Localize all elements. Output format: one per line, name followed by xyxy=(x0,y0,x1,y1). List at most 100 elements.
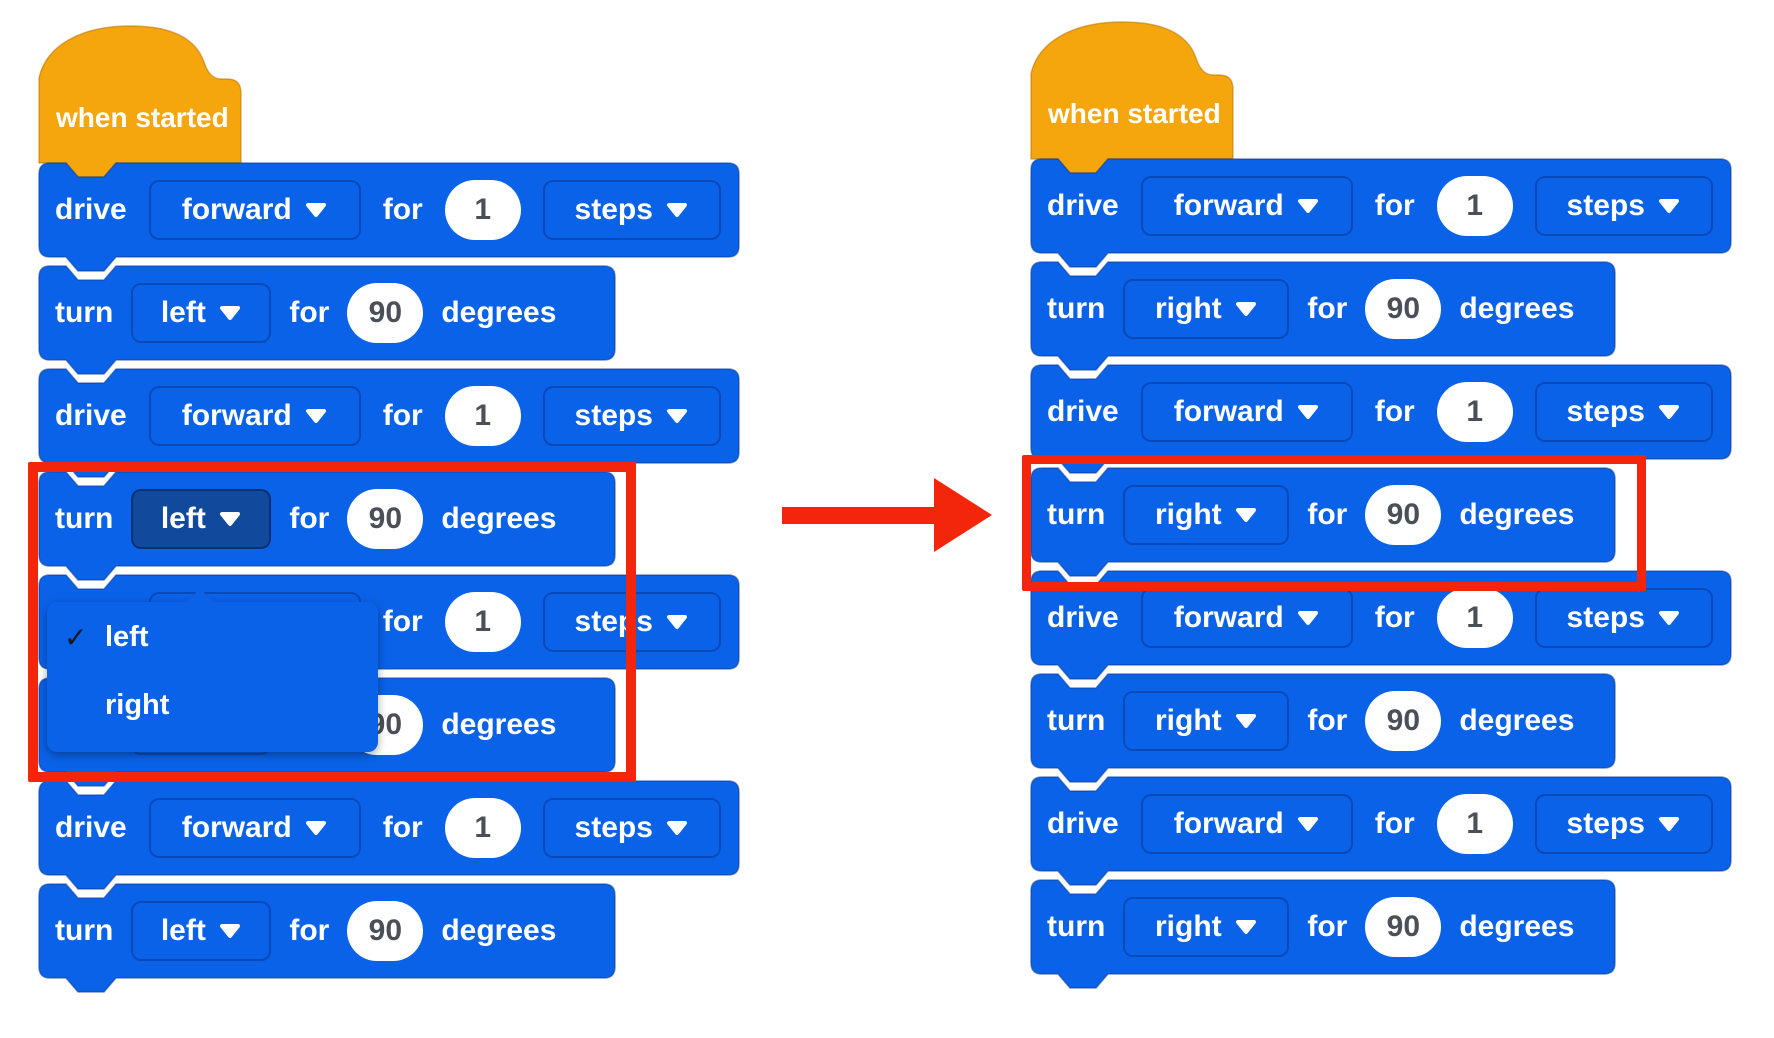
unit-dropdown-value: steps xyxy=(1566,601,1645,634)
menu-item-label: left xyxy=(105,620,149,653)
chevron-down-icon xyxy=(666,409,687,423)
highlight-rectangle-left xyxy=(28,462,636,782)
block-verb-label: drive xyxy=(55,811,127,844)
for-label: for xyxy=(289,502,330,535)
direction-dropdown[interactable]: right xyxy=(1123,897,1290,957)
block-drive[interactable]: drive forward for 1 steps xyxy=(1030,776,1732,887)
chevron-down-icon xyxy=(1297,611,1318,625)
unit-dropdown[interactable]: steps xyxy=(1534,176,1713,236)
value-input[interactable]: 90 xyxy=(1365,279,1442,339)
chevron-down-icon xyxy=(1235,508,1256,522)
value-input[interactable]: 1 xyxy=(1436,176,1513,236)
chevron-down-icon xyxy=(1235,302,1256,316)
chevron-down-icon xyxy=(1658,611,1679,625)
direction-dropdown[interactable]: forward xyxy=(1140,588,1353,648)
direction-dropdown-value: right xyxy=(1155,498,1222,531)
menu-item-right[interactable]: right xyxy=(47,682,378,728)
hat-block-when-started[interactable]: when started xyxy=(1030,20,1237,175)
unit-dropdown[interactable]: steps xyxy=(542,798,721,858)
block-verb-label: turn xyxy=(55,502,114,535)
chevron-down-icon xyxy=(305,821,326,835)
value-input[interactable]: 90 xyxy=(347,489,424,549)
value-input[interactable]: 90 xyxy=(1365,485,1442,545)
value-input[interactable]: 1 xyxy=(444,592,521,652)
value-input[interactable]: 90 xyxy=(347,283,424,343)
unit-label: degrees xyxy=(1459,498,1575,531)
for-label: for xyxy=(382,399,423,432)
direction-dropdown-value: forward xyxy=(1173,807,1284,840)
block-verb-label: drive xyxy=(1047,601,1119,634)
block-verb-label: drive xyxy=(55,193,127,226)
unit-label: degrees xyxy=(441,708,557,741)
unit-dropdown[interactable]: steps xyxy=(1534,588,1713,648)
block-verb-label: turn xyxy=(1047,292,1106,325)
hat-block-when-started[interactable]: when started xyxy=(38,24,245,179)
direction-dropdown[interactable]: forward xyxy=(1140,176,1353,236)
direction-dropdown[interactable]: left xyxy=(131,901,272,961)
unit-dropdown-value: steps xyxy=(574,605,653,638)
unit-dropdown-value: steps xyxy=(574,811,653,844)
chevron-down-icon xyxy=(1235,714,1256,728)
direction-dropdown[interactable]: right xyxy=(1123,485,1290,545)
direction-dropdown[interactable]: forward xyxy=(148,180,361,240)
block-verb-label: drive xyxy=(1047,807,1119,840)
unit-dropdown[interactable]: steps xyxy=(542,180,721,240)
direction-dropdown[interactable]: forward xyxy=(1140,382,1353,442)
hat-block-label: when started xyxy=(56,102,229,133)
value-input[interactable]: 1 xyxy=(444,386,521,446)
block-verb-label: turn xyxy=(1047,498,1106,531)
unit-dropdown[interactable]: steps xyxy=(542,386,721,446)
value-input[interactable]: 1 xyxy=(1436,382,1513,442)
block-verb-label: drive xyxy=(1047,189,1119,222)
unit-label: degrees xyxy=(441,502,557,535)
direction-dropdown[interactable]: forward xyxy=(148,798,361,858)
chevron-down-icon xyxy=(666,203,687,217)
unit-label: degrees xyxy=(1459,910,1575,943)
direction-dropdown-value: forward xyxy=(1173,395,1284,428)
direction-dropdown[interactable]: forward xyxy=(148,386,361,446)
value-input[interactable]: 1 xyxy=(444,798,521,858)
transformation-arrow xyxy=(782,478,992,552)
direction-dropdown[interactable]: left xyxy=(131,283,272,343)
block-verb-label: turn xyxy=(1047,704,1106,737)
value-input[interactable]: 90 xyxy=(1365,897,1442,957)
for-label: for xyxy=(1374,807,1415,840)
direction-dropdown[interactable]: forward xyxy=(1140,794,1353,854)
for-label: for xyxy=(1374,189,1415,222)
direction-dropdown[interactable]: right xyxy=(1123,691,1290,751)
block-drive[interactable]: drive forward for 1 steps xyxy=(1030,158,1732,269)
direction-dropdown-value: right xyxy=(1155,292,1222,325)
unit-dropdown[interactable]: steps xyxy=(1534,794,1713,854)
unit-dropdown[interactable]: steps xyxy=(1534,382,1713,442)
hat-block-label: when started xyxy=(1048,98,1221,129)
direction-dropdown-value: forward xyxy=(181,399,292,432)
direction-dropdown-value: forward xyxy=(181,193,292,226)
unit-label: degrees xyxy=(1459,704,1575,737)
value-input[interactable]: 1 xyxy=(444,180,521,240)
value-input[interactable]: 1 xyxy=(1436,588,1513,648)
chevron-down-icon xyxy=(1297,405,1318,419)
unit-dropdown-value: steps xyxy=(1566,189,1645,222)
unit-dropdown-value: steps xyxy=(1566,395,1645,428)
chevron-down-icon xyxy=(1297,817,1318,831)
value-input[interactable]: 90 xyxy=(347,901,424,961)
menu-item-left[interactable]: ✓left xyxy=(47,614,378,660)
direction-dropdown[interactable]: left xyxy=(131,489,272,549)
direction-dropdown-value: forward xyxy=(1173,601,1284,634)
value-input[interactable]: 1 xyxy=(1436,794,1513,854)
value-input[interactable]: 90 xyxy=(1365,691,1442,751)
direction-dropdown[interactable]: right xyxy=(1123,279,1290,339)
